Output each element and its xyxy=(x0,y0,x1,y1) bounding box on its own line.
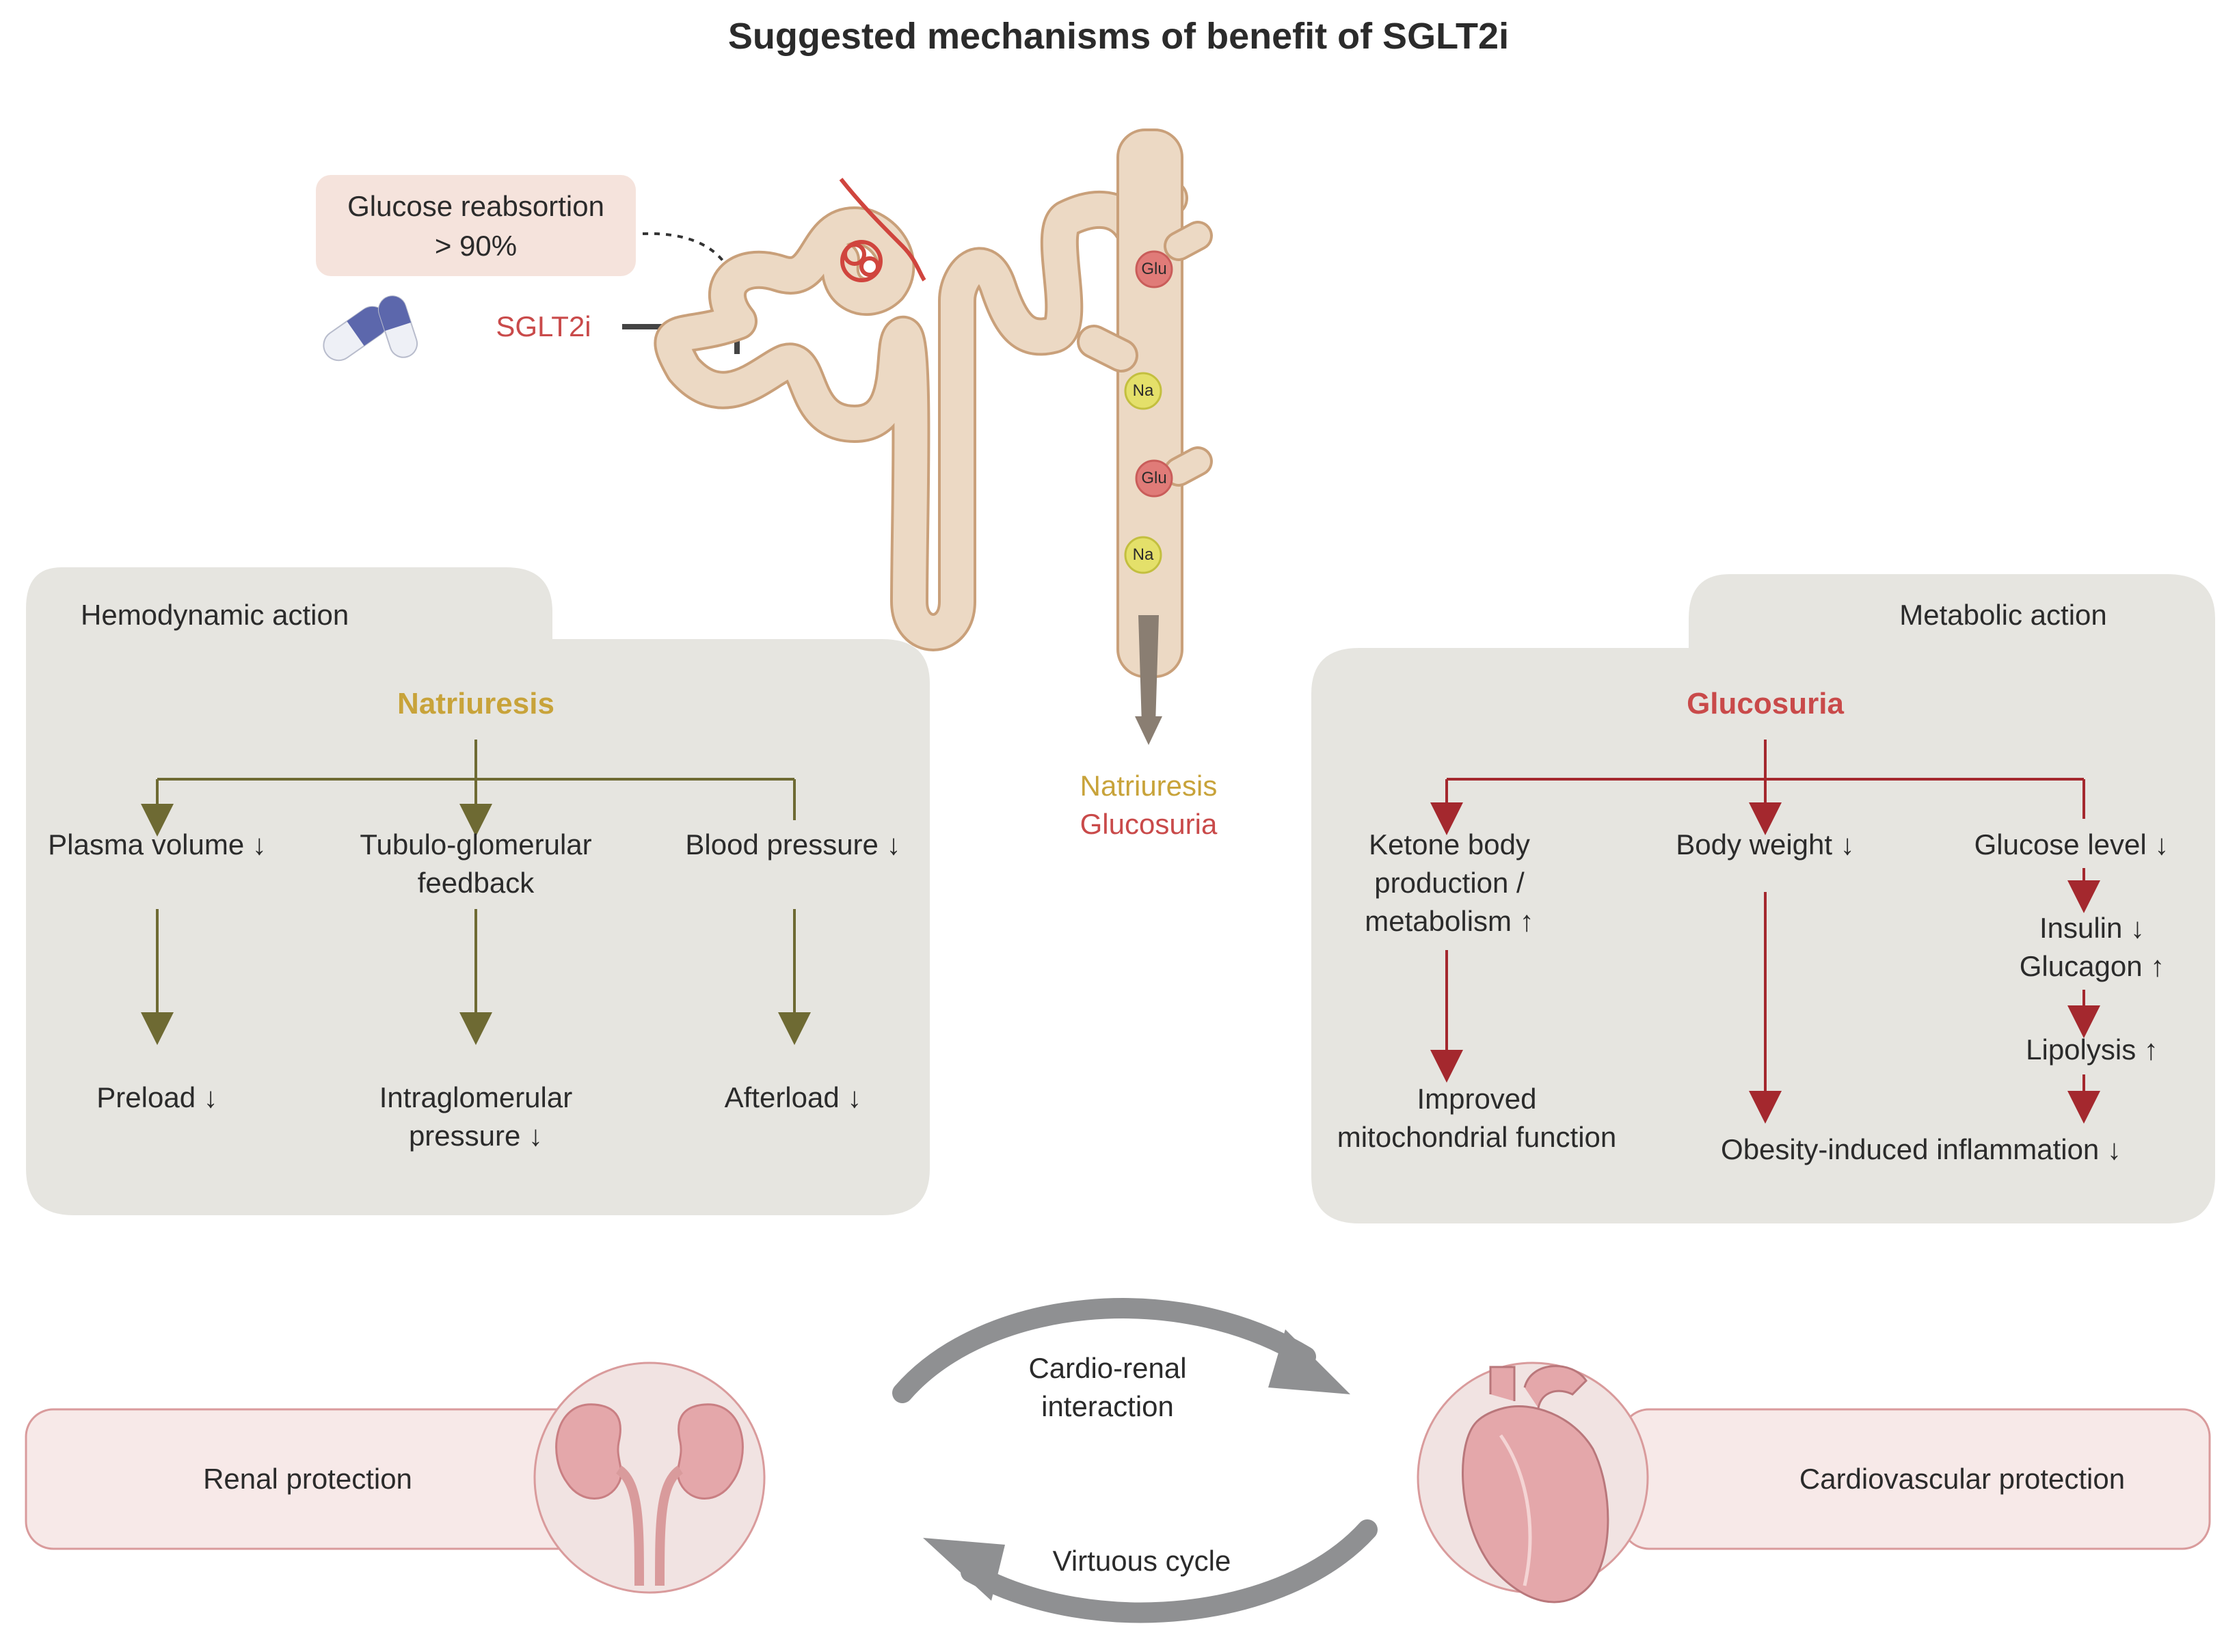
metabolic-tab-label: Metabolic action xyxy=(1899,599,2107,631)
cycle-arrows xyxy=(892,1298,1378,1623)
hemodynamic-arrows xyxy=(141,740,811,1045)
metabolic-panel xyxy=(1311,574,2215,1223)
na-ion-1 xyxy=(1124,372,1162,410)
blood-pressure: Blood pressure ↓ xyxy=(685,828,901,861)
glucose-level: Glucose level ↓ xyxy=(1974,828,2169,861)
kidney-icon xyxy=(533,1362,766,1594)
reabsorption-line1: Glucose reabsortion xyxy=(347,190,604,222)
tubulo-glomerular-line2: feedback xyxy=(417,867,535,899)
renal-protection-label: Renal protection xyxy=(203,1463,412,1495)
output-natriuresis: Natriuresis xyxy=(1080,770,1218,802)
ketone-line3: metabolism ↑ xyxy=(1365,905,1534,937)
preload: Preload ↓ xyxy=(96,1081,218,1113)
sglt2i-label: SGLT2i xyxy=(496,310,591,342)
cardio-renal-line1: Cardio-renal xyxy=(1028,1352,1187,1384)
pill-icon xyxy=(323,295,418,362)
cardio-renal-line2: interaction xyxy=(1041,1390,1174,1422)
obesity-inflammation: Obesity-induced inflammation ↓ xyxy=(1721,1133,2121,1165)
na-label-1: Na xyxy=(1132,381,1154,400)
virtuous-cycle: Virtuous cycle xyxy=(1052,1545,1231,1577)
cardio-protection-label: Cardiovascular protection xyxy=(1799,1463,2126,1495)
hemodynamic-tab-label: Hemodynamic action xyxy=(81,599,349,631)
metabolic-arrows xyxy=(1430,740,2100,1124)
insulin: Insulin ↓ xyxy=(2039,912,2145,944)
tubulo-glomerular-line1: Tubulo-glomerular xyxy=(360,828,592,861)
glu-ion-2 xyxy=(1135,459,1173,498)
lipolysis: Lipolysis ↑ xyxy=(2026,1033,2158,1066)
reabsorption-box xyxy=(316,175,636,276)
heart-icon xyxy=(1417,1362,1649,1603)
mitochondrial-line2: mitochondrial function xyxy=(1337,1121,1617,1153)
ketone-line1: Ketone body xyxy=(1369,828,1530,861)
plasma-volume: Plasma volume ↓ xyxy=(48,828,267,861)
mitochondrial-line1: Improved xyxy=(1417,1083,1537,1115)
afterload: Afterload ↓ xyxy=(724,1081,862,1113)
reabsorption-line2: > 90% xyxy=(434,230,518,262)
figure-title: Suggested mechanisms of benefit of SGLT2… xyxy=(727,16,1510,57)
na-label-2: Na xyxy=(1132,545,1154,564)
na-ion-2 xyxy=(1124,536,1162,574)
glu-ion-1 xyxy=(1135,250,1173,288)
output-glucosuria: Glucosuria xyxy=(1080,808,1218,840)
glu-label-1: Glu xyxy=(1141,260,1167,278)
glucagon: Glucagon ↑ xyxy=(2019,950,2165,982)
glucosuria-header: Glucosuria xyxy=(1687,687,1844,720)
ketone-line2: production / xyxy=(1374,867,1525,899)
glu-label-2: Glu xyxy=(1141,469,1167,487)
intraglomerular-line1: Intraglomerular xyxy=(379,1081,573,1113)
hemodynamic-panel xyxy=(26,567,930,1215)
body-weight: Body weight ↓ xyxy=(1676,828,1855,861)
intraglomerular-line2: pressure ↓ xyxy=(408,1120,544,1152)
natriuresis-header: Natriuresis xyxy=(397,687,554,720)
